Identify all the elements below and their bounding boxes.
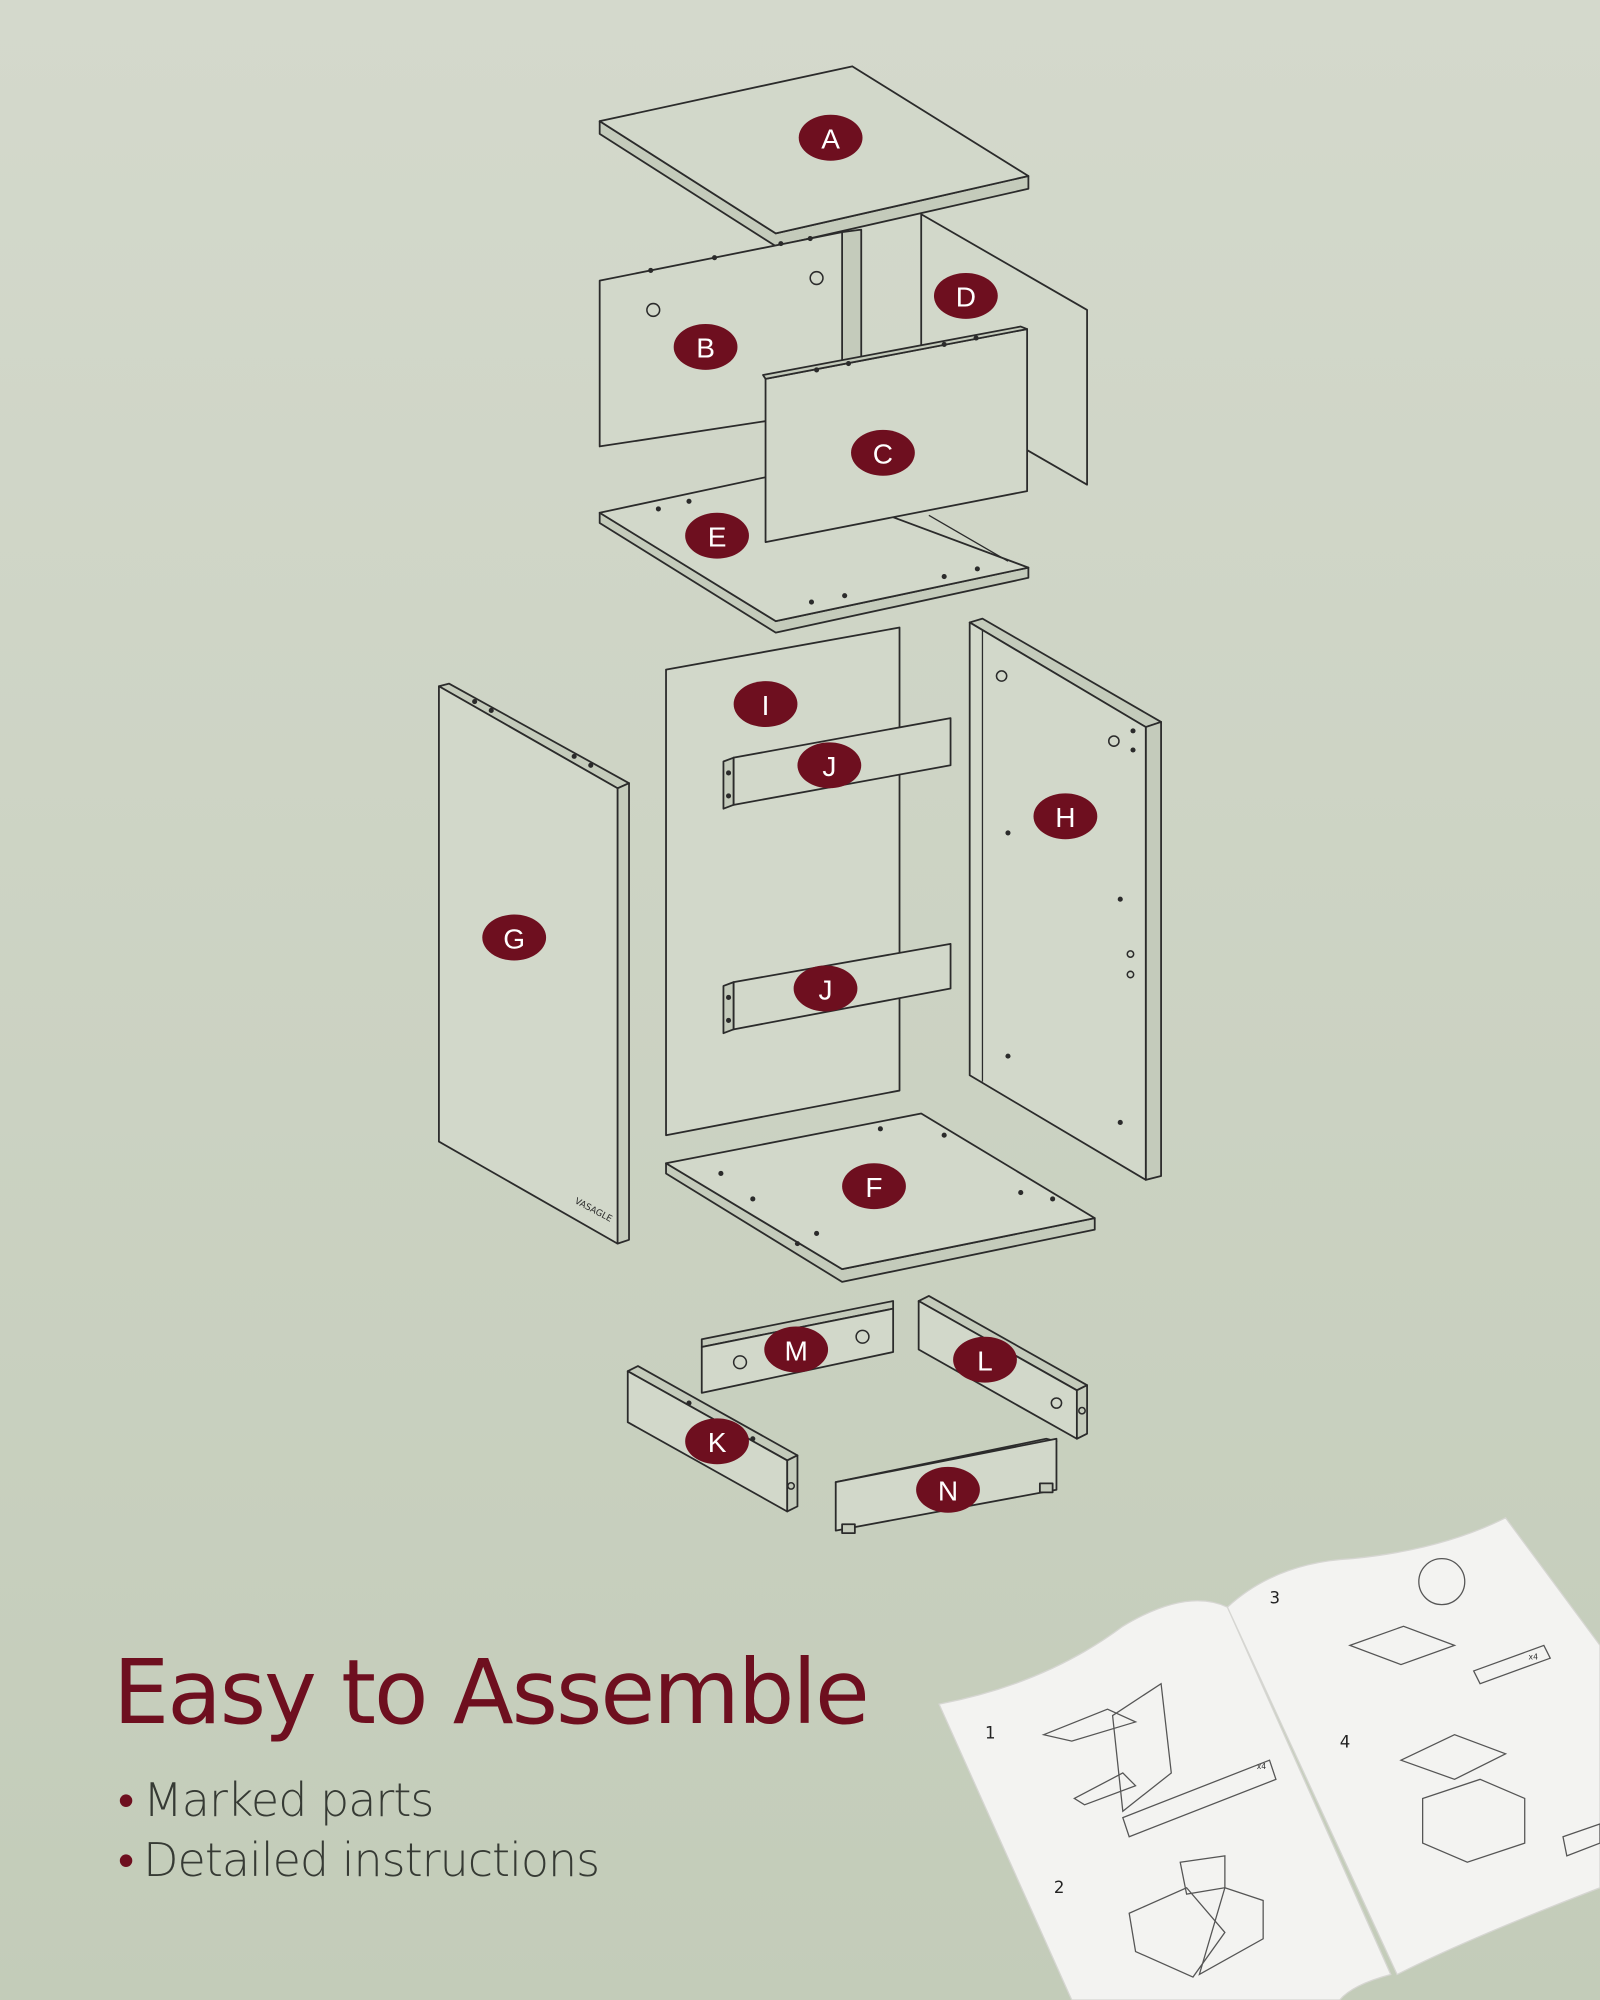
svg-text:A: A [821, 124, 840, 155]
svg-text:C: C [873, 439, 893, 470]
label-c: C [851, 429, 915, 476]
svg-text:x4: x4 [1257, 1762, 1267, 1771]
label-j-lower: J [793, 965, 858, 1012]
step-3-number: 3 [1270, 1588, 1281, 1607]
svg-text:B: B [696, 333, 715, 364]
svg-text:L: L [977, 1345, 993, 1376]
step-2-sketch [1128, 1855, 1264, 1978]
svg-text:J: J [822, 751, 836, 782]
step-4-sketch [1399, 1734, 1600, 1863]
step-1-number: 1 [985, 1724, 996, 1743]
feature-item: •Marked parts [118, 1773, 434, 1827]
svg-text:D: D [956, 282, 976, 313]
headline: Easy to Assemble [113, 1640, 870, 1744]
feature-item: •Detailed instructions [118, 1833, 600, 1887]
label-h: H [1033, 793, 1098, 840]
step-4-number: 4 [1340, 1732, 1351, 1751]
label-j-upper: J [797, 742, 862, 789]
part-g-side-panel: VASAGLE [438, 682, 630, 1245]
part-e-shelf [598, 473, 1030, 634]
booklet-right-page [1226, 1517, 1600, 1976]
label-e: E [685, 512, 749, 559]
instruction-booklet: 1 2 3 4 x4 x4 [938, 1517, 1600, 2000]
label-m: M [764, 1326, 829, 1373]
bullet-dot-icon: • [118, 1773, 134, 1827]
svg-text:N: N [938, 1476, 958, 1507]
label-l: L [953, 1336, 1017, 1383]
label-a: A [798, 114, 863, 161]
feature-text: Detailed instructions [143, 1833, 600, 1887]
feature-text: Marked parts [143, 1773, 434, 1827]
step-3-sketch: x4 [1348, 1558, 1552, 1685]
label-g: G [482, 914, 547, 961]
step-2-number: 2 [1054, 1878, 1065, 1897]
svg-text:M: M [784, 1335, 807, 1366]
label-d: D [933, 272, 998, 319]
part-h-side-panel [968, 617, 1162, 1181]
label-k: K [685, 1418, 749, 1465]
svg-text:K: K [708, 1427, 727, 1458]
svg-text:H: H [1055, 802, 1075, 833]
svg-text:F: F [865, 1172, 882, 1203]
label-f: F [842, 1163, 906, 1210]
label-n: N [916, 1466, 980, 1513]
svg-text:I: I [762, 690, 770, 721]
booklet-left-page [938, 1600, 1392, 2000]
svg-text:J: J [819, 974, 833, 1005]
bullet-dot-icon: • [118, 1833, 134, 1887]
svg-text:G: G [503, 923, 525, 954]
svg-text:x4: x4 [1529, 1652, 1539, 1661]
step-1-sketch: x4 [1041, 1682, 1277, 1838]
label-b: B [673, 323, 738, 370]
label-i: I [733, 681, 798, 728]
svg-text:E: E [708, 521, 727, 552]
